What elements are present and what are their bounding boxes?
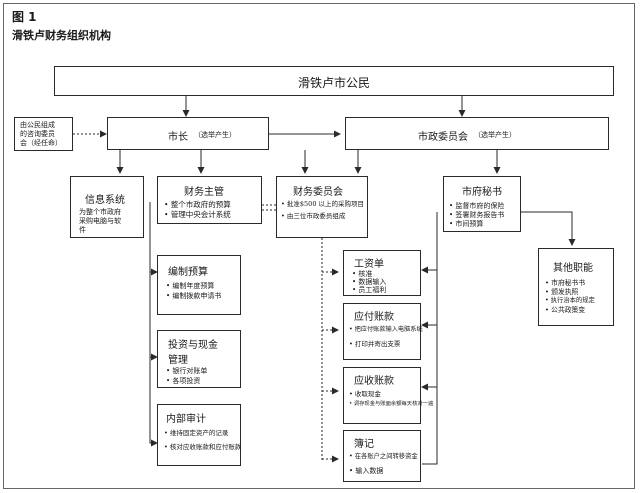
budget-box: 编制预算 编制年度预算 编制拨款申请书 [157, 255, 241, 315]
payables-box: 应付账款 把应付账款输入电脑系统 打印并寄出支票 [343, 303, 423, 360]
budget-title: 编制预算 [168, 267, 208, 278]
finance-committee-box: 财务委员会 批准$500 以上的采购项目 由三位市政委员组成 [276, 176, 368, 238]
spine-dashed-right [262, 209, 323, 460]
payroll-title: 工资单 [354, 259, 384, 270]
other-functions-item-3: 执行治本的规定 [545, 297, 595, 306]
finance-committee-item-1: 批准$500 以上的采购项目 [281, 200, 364, 209]
receivables-item-1: 收取现金 [349, 390, 381, 399]
ledger-item-2: 输入数据 [349, 467, 383, 476]
payables-title: 应付账款 [354, 312, 394, 323]
citizens-title: 滑铁卢市公民 [297, 76, 370, 90]
audit-title: 内部审计 [166, 414, 206, 425]
audit-item-1: 维持固定资产的记录 [164, 429, 229, 438]
investment-item-2: 各项投资 [166, 377, 200, 386]
figure-label: 图 1 [12, 10, 37, 24]
finance-director-item-1: 整个市政府的预算 [164, 200, 231, 210]
mayor-box: 市长 （选举产生） [107, 117, 269, 150]
info-system-line-3: 件 [79, 226, 86, 234]
mayor-title: 市长 [168, 132, 188, 143]
city-secretary-item-2: 签署财务报告书 [449, 211, 504, 220]
investment-box: 投资与现金 管理 银行对账单 各项投资 [157, 330, 241, 388]
investment-item-1: 银行对账单 [166, 367, 207, 376]
ledger-box: 簿记 在各账户之间转移资金 输入数据 [343, 430, 421, 482]
city-secretary-item-3: 市间预算 [449, 220, 483, 229]
figure-frame [3, 3, 635, 489]
payroll-item-3: 员工福利 [352, 286, 386, 295]
receivables-title: 应收账款 [354, 376, 394, 387]
info-system-line-1: 为整个市政府 [79, 208, 121, 216]
audit-item-2: 核对应收账款和应付账款 [164, 443, 242, 452]
council-box: 市政委员会 （选举产生） [345, 117, 609, 150]
advisory-line-3: 会（经任命） [20, 139, 62, 147]
ledger-title: 簿记 [354, 439, 374, 450]
finance-director-item-2: 管理中央会计系统 [164, 210, 231, 220]
other-functions-item-1: 市府秘书书 [545, 279, 585, 288]
budget-item-1: 编制年度预算 [166, 282, 214, 291]
city-secretary-title: 市府秘书 [462, 187, 502, 198]
other-functions-item-4: 公共政策变 [545, 306, 585, 315]
city-secretary-box: 市府秘书 监督市府的保险 签署财务报告书 市间预算 [443, 176, 521, 232]
advisory-line-1: 由公民组成 [20, 121, 55, 129]
ledger-item-1: 在各账户之间转移资金 [349, 453, 418, 462]
council-title: 市政委员会 [418, 132, 468, 143]
info-system-box: 信息系统 为整个市政府 采购电脑与软 件 [70, 176, 144, 238]
payroll-item-1: 核准 [352, 270, 372, 279]
payroll-item-2: 数据输入 [352, 278, 386, 287]
audit-box: 内部审计 维持固定资产的记录 核对应收账款和应付账款 [157, 404, 241, 466]
investment-title-2: 管理 [168, 355, 188, 366]
budget-item-2: 编制拨款申请书 [166, 292, 221, 301]
citizens-box: 滑铁卢市公民 [54, 66, 614, 96]
payables-item-2: 打印并寄出支票 [349, 340, 401, 349]
payables-item-1: 把应付账款输入电脑系统 [349, 326, 423, 335]
city-secretary-item-1: 监督市府的保险 [449, 202, 504, 211]
advisory-box: 由公民组成 的咨询委员 会（经任命） [14, 117, 73, 151]
mayor-note: （选举产生） [194, 131, 236, 139]
council-note: （选举产生） [474, 131, 516, 139]
info-system-line-2: 采购电脑与软 [79, 217, 121, 225]
finance-director-box: 财务主管 整个市政府的预算 管理中央会计系统 [157, 176, 262, 224]
advisory-line-2: 的咨询委员 [20, 130, 55, 138]
info-system-title: 信息系统 [85, 195, 125, 206]
line-secretary-other [520, 211, 576, 246]
figure-title: 滑铁卢财务组织机构 [12, 29, 111, 42]
finance-director-title: 财务主管 [184, 187, 224, 198]
other-functions-title: 其他职能 [553, 263, 593, 274]
receivables-box: 应收账款 收取现金 调存现金与账面余额每天核对一遍 [343, 367, 433, 424]
payroll-box: 工资单 核准 数据输入 员工福利 [343, 250, 421, 296]
receivables-item-2: 调存现金与账面余额每天核对一遍 [349, 400, 433, 409]
other-functions-box: 其他职能 市府秘书书 颁发执照 执行治本的规定 公共政策变 [538, 248, 614, 326]
investment-title: 投资与现金 [168, 340, 218, 351]
finance-committee-item-2: 由三位市政委员组成 [281, 212, 346, 221]
spine-finance-director [149, 202, 153, 444]
other-functions-item-2: 颁发执照 [545, 288, 578, 297]
finance-committee-title: 财务委员会 [293, 187, 343, 198]
spine-secretary-right [422, 212, 438, 465]
